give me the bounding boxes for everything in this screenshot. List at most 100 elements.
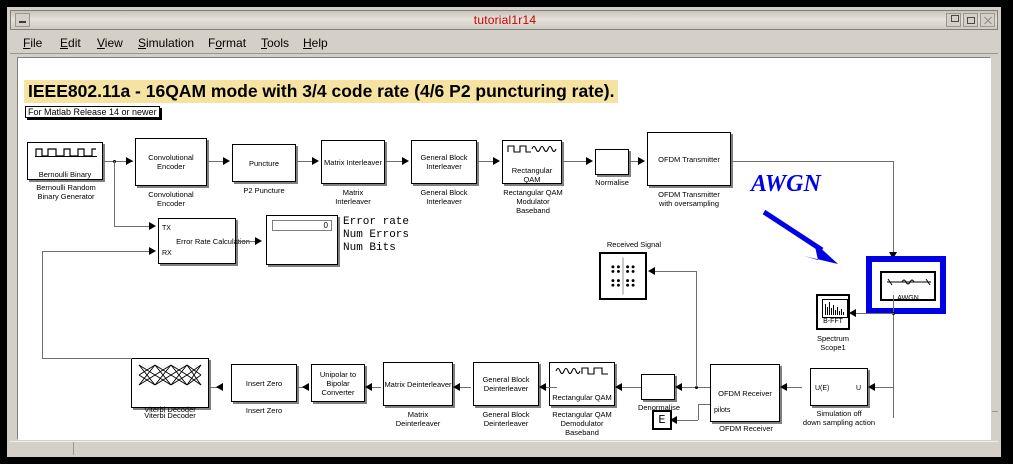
- menu-simulation[interactable]: Simulation: [138, 36, 195, 50]
- status-bar: [10, 441, 998, 455]
- downsample-port-right: U: [855, 385, 861, 392]
- block-unipolar-title: Unipolar to Bipolar Converter: [319, 369, 357, 397]
- awgn-annotation-arrow-icon: [762, 209, 838, 264]
- error-rate-tx-port: TX: [162, 225, 171, 232]
- bernoulli-waveform-icon: [35, 148, 97, 157]
- block-pilot-scope[interactable]: E: [652, 410, 672, 430]
- block-bernoulli-binary[interactable]: Bernoulli Binary: [27, 142, 103, 180]
- vertical-scrollbar[interactable]: [992, 57, 998, 440]
- wire-bernoulli-tap-h: [114, 226, 150, 227]
- restore-button[interactable]: [946, 13, 961, 27]
- arrow-ofdmtx-in: [638, 157, 645, 165]
- caption-general-block-interleaver: General Block Interleaver: [420, 188, 468, 206]
- block-matrix-interleaver[interactable]: Matrix Interleaver: [321, 140, 385, 184]
- arrow-conv-in: [126, 157, 133, 165]
- wire-to-errorrate-rx: [42, 251, 150, 252]
- minimize-button[interactable]: [15, 13, 30, 27]
- model-canvas[interactable]: IEEE802.11a - 16QAM mode with 3/4 code r…: [17, 57, 991, 440]
- wire-errorrate-to-display: [236, 241, 256, 242]
- block-gbd-title: General Block Deinterleaver: [482, 375, 530, 393]
- block-error-rate-title: Error Rate Calculation: [176, 236, 250, 246]
- block-downsample[interactable]: U(E) U: [810, 368, 868, 406]
- wire-insertzero-to-unipolar: [297, 387, 305, 388]
- arrow-downsample-in: [868, 383, 875, 391]
- block-display[interactable]: 0: [266, 215, 338, 265]
- wire-ofdmtx-to-awgn-h: [731, 161, 893, 162]
- wire-pilots-h1: [698, 404, 710, 405]
- downsample-port-left: U(E): [815, 385, 830, 392]
- close-icon: [981, 14, 994, 26]
- release-note: For Matlab Release 14 or newer: [25, 106, 160, 118]
- block-awgn-title: AWGN: [897, 294, 919, 302]
- block-viterbi-title: Viterbi Decoder: [144, 404, 196, 414]
- awgn-highlight-box[interactable]: AWGN: [866, 256, 946, 314]
- block-puncture-title: Puncture: [248, 158, 280, 168]
- block-viterbi-decoder[interactable]: Viterbi Decoder: [131, 358, 209, 414]
- caption-viterbi-decoder: Viterbi Decoder: [144, 411, 196, 420]
- block-qam-modulator-title: Rectangular QAM: [511, 166, 553, 184]
- display-value: 0: [272, 220, 332, 231]
- block-qam-demodulator[interactable]: Rectangular QAM: [549, 362, 615, 406]
- block-awgn[interactable]: AWGN: [880, 271, 936, 302]
- block-error-rate-calculation[interactable]: TX RX Error Rate Calculation: [158, 218, 250, 264]
- block-received-signal-scope[interactable]: [599, 252, 647, 300]
- block-denormalise[interactable]: [641, 374, 675, 400]
- block-general-block-deinterleaver[interactable]: General Block Deinterleaver: [473, 362, 539, 406]
- window-title: tutorial1r14: [473, 13, 537, 27]
- spectrum-plot-frame: [822, 299, 848, 318]
- wire-awgn-out-v: [893, 295, 894, 418]
- block-insert-zero-title: Insert Zero: [245, 378, 283, 388]
- wire-conv-to-puncture: [207, 161, 224, 162]
- arrow-matrixdeint-in2: [365, 383, 372, 391]
- close-button[interactable]: [980, 13, 995, 27]
- block-matrix-deinterleaver[interactable]: Matrix Deinterleaver: [383, 362, 453, 406]
- arrow-gbi-in: [402, 157, 409, 165]
- block-puncture[interactable]: Puncture: [232, 144, 296, 182]
- caption-bernoulli: Bernoulli Random Binary Generator: [36, 183, 96, 201]
- block-spectrum-scope-title: B-FFT: [823, 318, 843, 325]
- menu-file[interactable]: File: [23, 36, 43, 50]
- block-general-block-interleaver[interactable]: General Block Interleaver: [411, 140, 477, 184]
- maximize-button[interactable]: [963, 13, 978, 27]
- caption-ofdm-receiver: OFDM Receiver: [719, 424, 773, 433]
- error-rate-rx-port: RX: [162, 250, 172, 257]
- block-ofdm-transmitter[interactable]: OFDM Transmitter: [647, 132, 731, 186]
- block-normalise[interactable]: [595, 149, 629, 175]
- title-bar: tutorial1r14: [10, 10, 998, 30]
- block-general-block-interleaver-title: General Block Interleaver: [420, 153, 468, 171]
- menu-help[interactable]: Help: [303, 36, 328, 50]
- block-ofdm-receiver[interactable]: OFDM Receiver pilots: [710, 364, 780, 422]
- menu-view[interactable]: View: [97, 36, 123, 50]
- menu-tools[interactable]: Tools: [261, 36, 290, 50]
- arrow-spectrum-in: [849, 309, 856, 317]
- block-ofdm-tx-title: OFDM Transmitter: [658, 154, 720, 164]
- caption-puncture: P2 Puncture: [243, 186, 285, 195]
- model-banner: IEEE802.11a - 16QAM mode with 3/4 code r…: [24, 80, 619, 103]
- caption-convolutional-encoder: Convolutional Encoder: [148, 190, 194, 208]
- menu-edit[interactable]: Edit: [60, 36, 81, 50]
- wire-gbi-to-qam: [477, 161, 493, 162]
- arrow-pilot-scope-in: [670, 416, 677, 424]
- arrow-gbd-in: [539, 383, 546, 391]
- block-convolutional-encoder[interactable]: Convolutional Encoder: [135, 138, 207, 186]
- block-insert-zero[interactable]: Insert Zero: [231, 364, 297, 402]
- qam-demodulator-icon: [555, 367, 608, 375]
- status-separator: [73, 442, 74, 455]
- simulink-window: tutorial1r14 File Edit View Simulation F…: [6, 6, 1002, 458]
- wire-received-signal-v: [696, 271, 697, 387]
- block-unipolar-to-bipolar[interactable]: Unipolar to Bipolar Converter: [311, 364, 365, 402]
- wire-unipolar-to-matrixdeint: [365, 387, 381, 388]
- wire-awgn-to-downsample: [868, 387, 894, 388]
- wire-viterbi-out-h: [42, 358, 132, 359]
- caption-ofdm-transmitter: OFDM Transmitter with oversampling: [658, 190, 720, 208]
- wire-awgn-to-spectrum: [856, 313, 894, 314]
- restore-icon: [951, 15, 959, 22]
- wire-viterbi-out-v: [42, 251, 43, 359]
- block-spectrum-scope[interactable]: B-FFT: [816, 294, 850, 330]
- trellis-icon: [138, 364, 202, 386]
- minimize-icon: [19, 21, 26, 23]
- menu-format[interactable]: Format: [208, 36, 247, 50]
- block-qam-modulator[interactable]: Rectangular QAM: [502, 140, 562, 184]
- caption-downsample: Simulation off down sampling action: [802, 409, 876, 427]
